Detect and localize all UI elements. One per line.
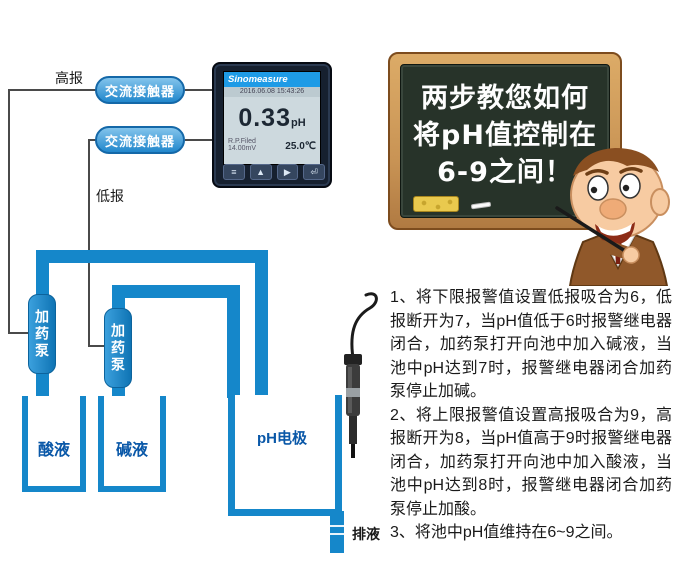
instruction-item-3: 3、将池中pH值维持在6~9之间。 [390,524,623,541]
enter-button-icon: ⏎ [303,164,325,180]
wire-to-pump2 [88,345,105,347]
meter-status-line: 2016.06.08 15:43:26 [224,87,320,97]
ac-contactor-2: 交流接触器 [95,126,185,154]
meter-reading: 0.33pH [224,97,320,133]
meter-sub-line: R.P.Filed 14.00mV [228,138,257,152]
alkali-tank: 碱液 [98,396,166,492]
blackboard-line-2: 将pH值控制在 [413,120,597,151]
meter-button-row: ≡ ▲ ▶ ⏎ [223,164,325,180]
ph-pool-tank: pH电极 [228,395,342,516]
wire-high-alarm-left [8,89,96,91]
low-alarm-label: 低报 [96,188,124,204]
up-button-icon: ▲ [249,164,272,180]
pipe-horizontal-1 [36,250,268,263]
wire-low-alarm-left [88,139,97,141]
wire-left-vertical [8,89,10,334]
drain-label: 排液 [352,526,380,542]
dosing-pump-1: 加药泵 [28,294,56,374]
meter-brand: Sinomeasure [224,72,320,87]
ph-value: 0.33 [238,104,291,132]
right-button-icon: ▶ [276,164,299,180]
ph-unit: pH [291,117,306,129]
dosing-pump-2-label: 加药泵 [110,322,126,374]
ph-electrode-label: pH电极 [257,430,307,447]
instruction-item-1: 1、将下限报警值设置低报吸合为6，低报断开为7，当pH值低于6时报警继电器闭合，… [390,289,672,400]
ac-contactor-1: 交流接触器 [95,76,185,104]
dosing-pump-1-label: 加药泵 [34,308,50,360]
electrode-cable [350,292,378,360]
acid-tank: 酸液 [22,396,86,492]
wire-low-alarm-to-meter [185,139,212,141]
meter-screen: Sinomeasure 2016.06.08 15:43:26 0.33pH R… [223,71,321,165]
pointer-stick [555,206,635,258]
acid-tank-label: 酸液 [37,442,70,459]
drain-pipe [330,511,344,553]
menu-button-icon: ≡ [223,164,245,180]
pipe-elbow-down-2 [227,285,240,398]
cartoon-teacher [555,148,670,286]
blackboard-line-1: 两步教您如何 [421,83,589,114]
wire-to-pump1 [8,332,30,334]
blackboard-line-3: 6-9之间！ [437,157,573,188]
high-alarm-label: 高报 [55,70,83,86]
wire-high-alarm-to-meter [185,89,212,91]
sponge [413,196,459,212]
pipe-horizontal-2 [112,285,240,298]
wire-mid-vertical [88,139,90,347]
instruction-text: 1、将下限报警值设置低报吸合为6，低报断开为7，当pH值低于6时报警继电器闭合，… [390,286,672,545]
instruction-item-2: 2、将上限报警值设置高报吸合为9，高报断开为8，当pH值高于9时报警继电器闭合，… [390,406,672,518]
temperature-value: 25.0℃ [285,141,316,152]
pipe-elbow-down-1 [255,250,268,398]
chalk [470,201,492,210]
ph-electrode-probe [344,292,378,458]
dosing-pump-2: 加药泵 [104,308,132,388]
ph-controller: Sinomeasure 2016.06.08 15:43:26 0.33pH R… [212,62,332,188]
alkali-tank-label: 碱液 [115,442,148,459]
